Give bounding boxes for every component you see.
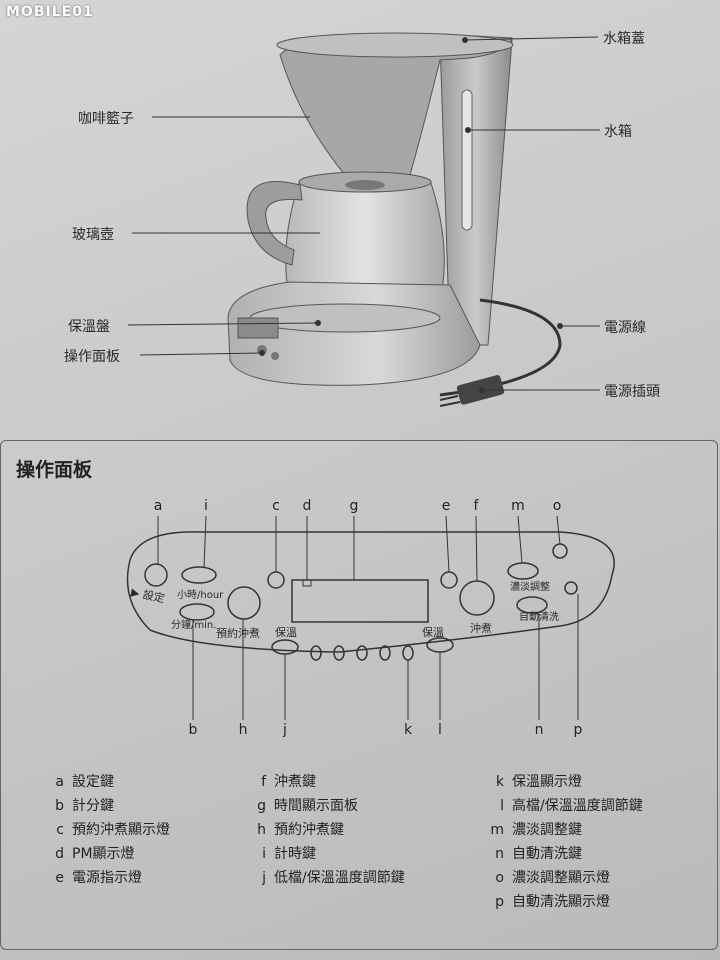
letter-l: l <box>438 722 442 738</box>
panel-button-f <box>459 580 495 616</box>
letter-c: c <box>272 498 280 514</box>
panel-section-title: 操作面板 <box>16 459 93 481</box>
panel-light-e <box>440 571 458 589</box>
letter-a: a <box>153 498 163 514</box>
panel-lights-k <box>310 645 414 661</box>
control-panel-section <box>0 440 718 950</box>
label-water-tank: 水箱 <box>604 124 632 140</box>
control-panel-diagram <box>126 515 615 720</box>
panel-text-delay-brew: 預約沖煮 <box>216 627 260 640</box>
panel-text-warm-high: 保溫 <box>422 626 444 639</box>
letter-d: d <box>302 498 312 514</box>
panel-light-p <box>564 581 578 595</box>
label-power-plug: 電源插頭 <box>604 384 660 400</box>
panel-display-g <box>291 579 429 623</box>
panel-text-warm-low: 保溫 <box>275 626 297 639</box>
panel-button-h <box>227 586 261 620</box>
label-control-panel: 操作面板 <box>64 349 120 365</box>
letter-m: m <box>511 498 525 514</box>
panel-light-d <box>302 579 312 587</box>
panel-button-l <box>426 637 454 653</box>
panel-text-hour: 小時/hour <box>177 590 224 601</box>
panel-light-c <box>267 571 285 589</box>
panel-button-n <box>516 596 548 614</box>
panel-text-auto-clean: 自動清洗 <box>519 612 559 623</box>
label-water-lid: 水箱蓋 <box>603 31 645 47</box>
panel-text-minute: 分鐘/min. <box>171 620 217 631</box>
letter-k: k <box>403 722 413 738</box>
panel-button-b <box>179 603 215 621</box>
letter-p: p <box>573 722 583 738</box>
panel-button-i <box>181 566 217 584</box>
coffee-maker-illustration <box>127 32 600 407</box>
panel-light-o <box>552 543 568 559</box>
letter-i: i <box>204 498 208 514</box>
label-warming-plate: 保溫盤 <box>68 319 110 335</box>
label-glass-pot: 玻璃壺 <box>72 227 114 243</box>
panel-outline <box>126 531 615 653</box>
letter-b: b <box>188 722 198 738</box>
panel-text-strength: 濃淡調整 <box>510 582 550 593</box>
letter-n: n <box>534 722 544 738</box>
panel-button-a <box>144 563 168 587</box>
watermark: MOBILE01 <box>6 4 94 20</box>
panel-button-m <box>507 562 539 580</box>
letter-o: o <box>552 498 562 514</box>
letter-h: h <box>238 722 248 738</box>
letter-f: f <box>473 498 479 514</box>
letter-j: j <box>283 722 287 738</box>
label-power-cord: 電源線 <box>604 320 646 336</box>
label-coffee-basket: 咖啡籃子 <box>78 111 134 127</box>
panel-text-brew: 沖煮 <box>470 622 492 635</box>
letter-g: g <box>349 498 359 514</box>
letter-e: e <box>441 498 451 514</box>
panel-button-j <box>271 639 299 655</box>
pot-handle-shape <box>246 181 303 266</box>
